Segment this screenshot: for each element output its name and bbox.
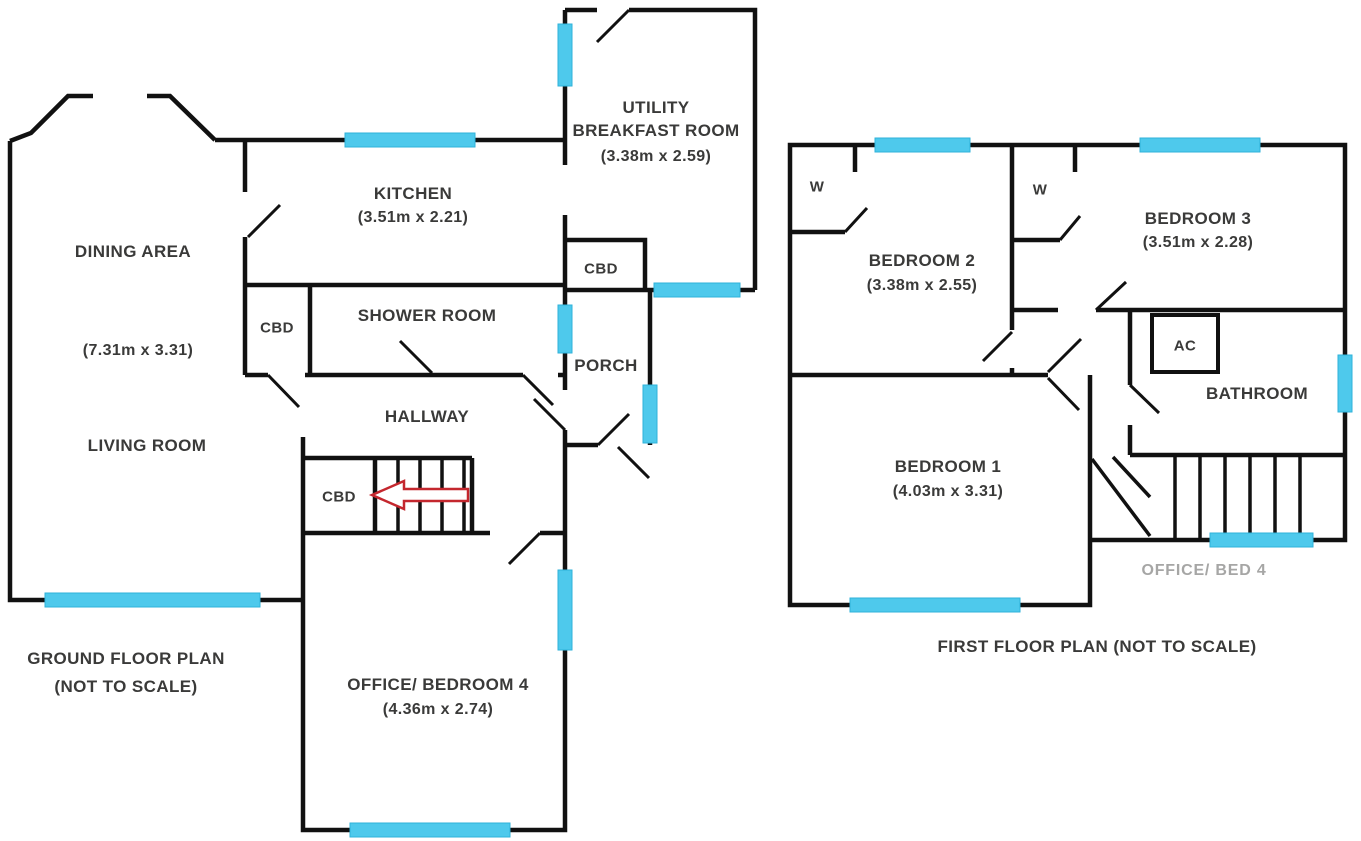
ground-floor-title-1: GROUND FLOOR PLAN [27,649,225,668]
window [642,384,658,444]
room-label-bedroom2: BEDROOM 2 [868,251,976,270]
ac-unit-box [1150,313,1220,374]
room-label-porch: PORCH [574,356,638,375]
stairs-up-arrow-icon [368,479,470,511]
first-floor-door-swings [843,206,1161,415]
room-dims-utility: (3.38m x 2.59) [600,148,712,165]
room-label-shower: SHOWER ROOM [357,306,497,325]
first-floor-plan [787,137,1353,613]
label-cbd-shower: CBD [260,319,294,337]
window [874,137,971,153]
room-label-utility-2: BREAKFAST ROOM [572,121,740,140]
window [44,592,261,608]
label-wardrobe-2: W [1032,181,1048,199]
window [1209,532,1314,548]
ground-floor-title-2: (NOT TO SCALE) [54,677,198,696]
room-label-dining: DINING AREA [74,242,192,261]
room-label-office-bed4-void: OFFICE/ BED 4 [1141,562,1267,579]
window [849,597,1021,613]
room-label-bedroom3: BEDROOM 3 [1144,209,1252,228]
window [349,822,511,838]
ground-floor-plan [7,7,758,838]
label-ac: AC [1173,337,1197,355]
label-cbd-utility: CBD [584,260,618,278]
room-dims-office-bed4: (4.36m x 2.74) [382,701,494,718]
window [1337,354,1353,413]
room-label-kitchen: KITCHEN [373,184,453,203]
room-dims-kitchen: (3.51m x 2.21) [357,209,469,226]
room-label-hallway: HALLWAY [384,407,470,426]
window [557,304,573,354]
room-label-bathroom: BATHROOM [1205,384,1309,403]
room-dims-bedroom3: (3.51m x 2.28) [1142,234,1254,251]
first-floor-title: FIRST FLOOR PLAN (NOT TO SCALE) [937,637,1257,656]
room-label-utility-1: UTILITY [622,98,690,117]
room-label-bedroom1: BEDROOM 1 [894,457,1002,476]
window [1139,137,1261,153]
window [557,23,573,87]
room-label-living: LIVING ROOM [87,436,207,455]
ground-floor-door-swings [246,8,651,566]
room-dims-dining: (7.31m x 3.31) [82,342,194,359]
label-wardrobe-1: W [809,178,825,196]
window [557,569,573,651]
room-dims-bedroom2: (3.38m x 2.55) [866,277,978,294]
first-floor-walls [787,142,1348,608]
label-cbd-stairs: CBD [322,488,356,506]
first-floor-stairs [1090,455,1302,540]
window [344,132,476,148]
room-dims-bedroom1: (4.03m x 3.31) [892,483,1004,500]
window [653,282,741,298]
room-label-office-bed4: OFFICE/ BEDROOM 4 [347,675,529,694]
